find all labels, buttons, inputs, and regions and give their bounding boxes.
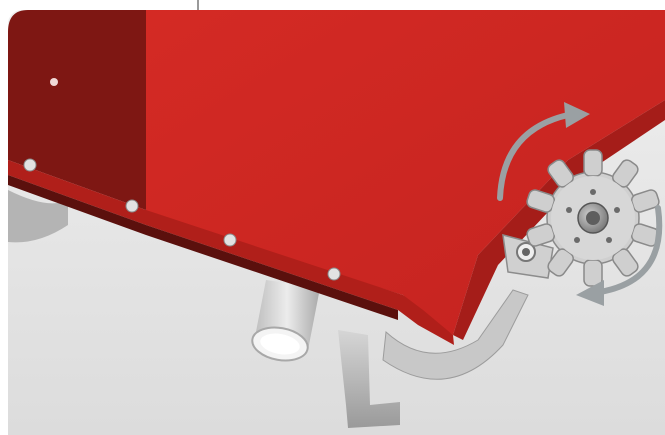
- rotate-counterclockwise-arrow-icon: [597, 205, 663, 295]
- center-chute: [338, 330, 400, 428]
- hopper-front-edge: [8, 160, 454, 345]
- hopper-edge-shadow: [8, 175, 398, 320]
- rotate-clockwise-arrowhead: [564, 102, 590, 128]
- top-divider-mark: [197, 0, 199, 12]
- outlet-pipe: [251, 280, 320, 362]
- wall-hole: [50, 78, 58, 86]
- sprocket-icon: [526, 149, 660, 287]
- hopper-illustration-svg: [8, 10, 665, 435]
- hopper-right-slope: [453, 100, 665, 340]
- rotate-clockwise-arrow-icon: [497, 112, 571, 201]
- left-leg: [8, 190, 68, 243]
- product-illustration: [8, 10, 665, 435]
- rotate-counterclockwise-arrowhead: [576, 280, 604, 306]
- right-frame-bracket: [382, 289, 529, 380]
- hopper-side-wall: [8, 10, 146, 210]
- edge-bolts: [23, 158, 341, 281]
